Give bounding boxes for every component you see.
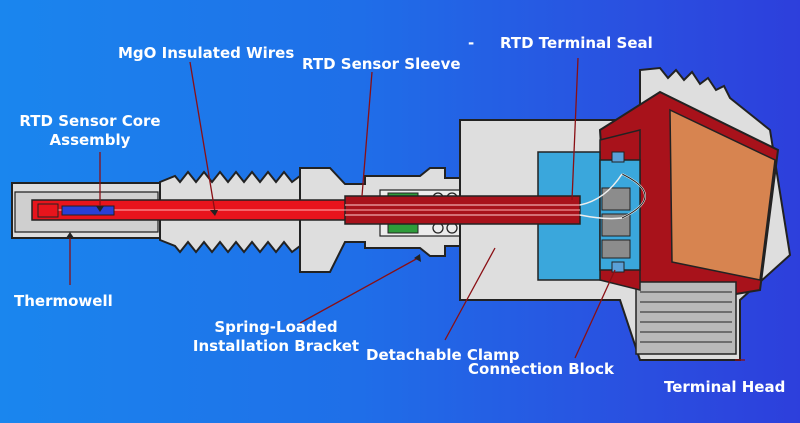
label-connection-block: Connection Block (468, 360, 615, 378)
label-core-line1: RTD Sensor Core (19, 112, 161, 130)
label-terminal-head: Terminal Head (664, 378, 786, 396)
label-core-assembly: RTD Sensor Core Assembly (10, 112, 170, 150)
label-spring-bracket: Spring-Loaded Installation Bracket (192, 318, 360, 356)
label-detachable-clamp: Detachable Clamp (366, 346, 520, 364)
rtd-sensor-sleeve (31, 195, 581, 225)
label-spring-line2: Installation Bracket (192, 337, 360, 355)
label-dash: - (468, 34, 475, 52)
leader-lines (69, 57, 745, 361)
label-thermowell: Thermowell (14, 292, 113, 310)
label-spring-line1: Spring-Loaded (214, 318, 338, 336)
label-terminal-seal: RTD Terminal Seal (500, 34, 653, 52)
label-core-line2: Assembly (49, 131, 131, 149)
mgo-wires (579, 173, 623, 220)
connection-block (537, 151, 646, 281)
leader-arrowheads (66, 206, 421, 262)
rtd-sensor-core (37, 203, 115, 218)
label-mgo-wires: MgO Insulated Wires (118, 44, 295, 62)
label-sensor-sleeve: RTD Sensor Sleeve (302, 55, 461, 73)
